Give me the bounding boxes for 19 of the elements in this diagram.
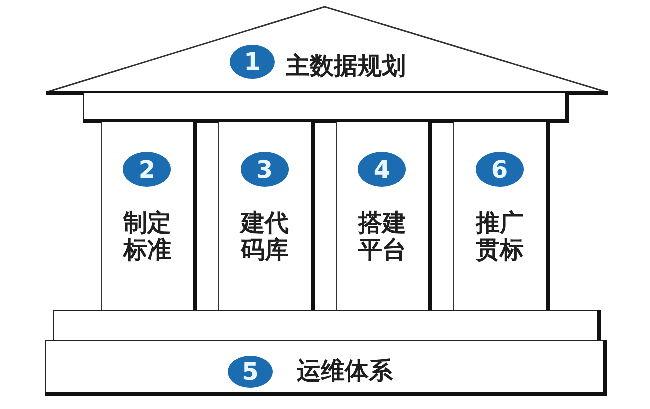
number-badge: 2 [123,152,172,187]
pillar-label: 推广贯标 [474,210,525,264]
base-slab [45,340,607,396]
pillar [336,122,432,311]
base-title: 运维体系 [297,359,393,383]
number-badge: 6 [476,152,524,187]
roof-triangle [46,6,608,96]
plinth-step [53,310,601,341]
pillar-label: 搭建平台 [357,210,408,264]
number-badge: 3 [240,152,289,187]
number-badge: 5 [228,356,273,388]
pillar [453,122,550,311]
lintel-beam [83,93,569,123]
pillar [218,122,315,311]
number-badge: 4 [358,152,406,187]
pillar [101,122,197,311]
pillar-label: 制定标准 [122,210,172,264]
roof-title: 主数据规划 [286,54,406,78]
pillar-label: 建代码库 [238,210,290,264]
